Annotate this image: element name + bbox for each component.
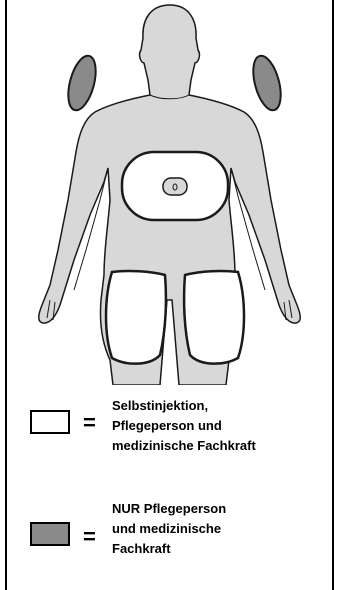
legend-caregiver-only-text: NUR Pflegeperson und medizinische Fachkr… bbox=[112, 499, 332, 559]
legend-self-injection-line3: medizinische Fachkraft bbox=[112, 436, 332, 456]
legend-swatch-white bbox=[30, 410, 70, 434]
left-thigh-zone bbox=[106, 271, 166, 364]
legend-self-injection-text: Selbstinjektion, Pflegeperson und medizi… bbox=[112, 396, 332, 456]
legend-swatch-gray bbox=[30, 522, 70, 546]
right-thigh-zone bbox=[184, 271, 244, 364]
legend-equals-sign-2: = bbox=[83, 526, 96, 548]
legend-self-injection-line2: Pflegeperson und bbox=[112, 416, 332, 436]
navel-exclusion-area bbox=[163, 178, 187, 195]
legend-caregiver-only-line3: Fachkraft bbox=[112, 539, 332, 559]
right-upper-arm-zone bbox=[248, 53, 286, 113]
legend-equals-sign: = bbox=[83, 412, 96, 434]
left-upper-arm-zone bbox=[63, 53, 101, 113]
legend-caregiver-only-line1: NUR Pflegeperson bbox=[112, 499, 332, 519]
legend-caregiver-only-line2: und medizinische bbox=[112, 519, 332, 539]
body-figure bbox=[0, 0, 339, 385]
legend-self-injection-line1: Selbstinjektion, bbox=[112, 396, 332, 416]
